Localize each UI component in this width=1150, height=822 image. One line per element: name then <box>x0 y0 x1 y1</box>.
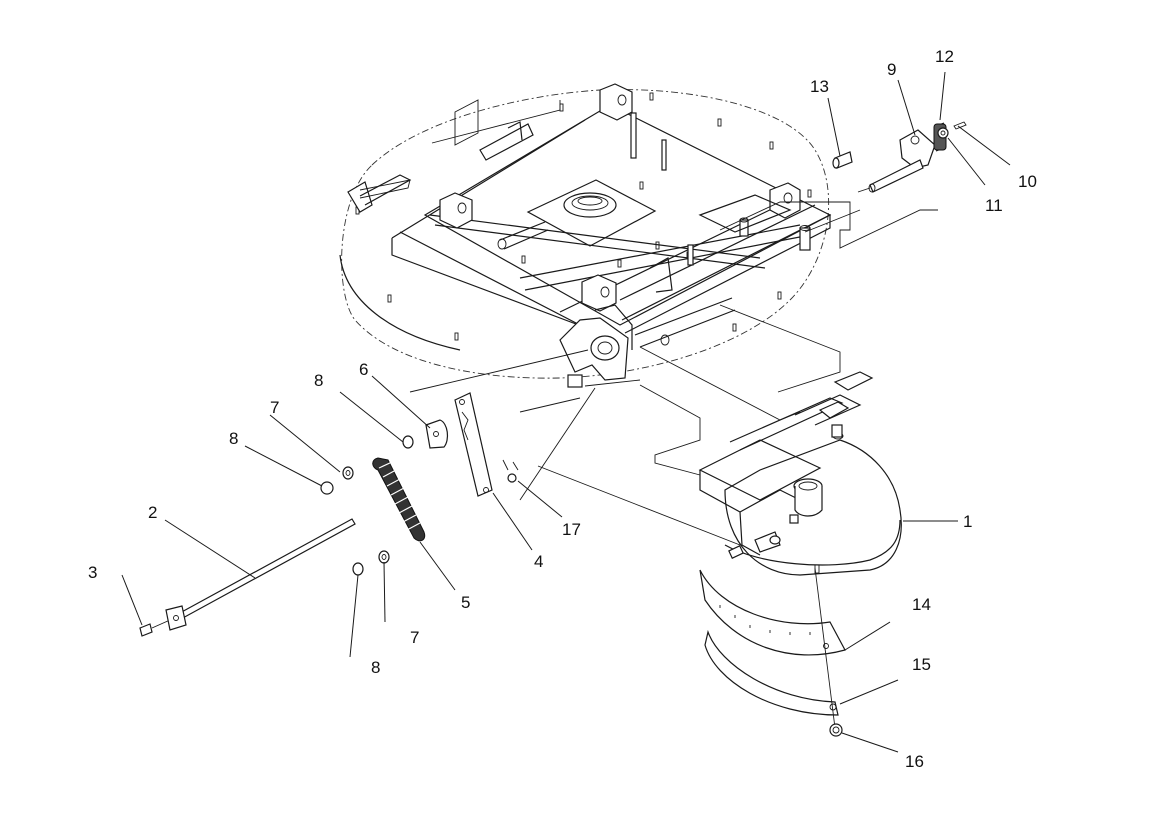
callout-12: 12 <box>935 47 954 66</box>
callout-15: 15 <box>912 655 931 674</box>
callout-2: 2 <box>148 503 157 522</box>
part-5-spring <box>372 457 426 542</box>
part-10-cotter-pin <box>953 121 967 130</box>
callout-17: 17 <box>562 520 581 539</box>
deck-frame <box>347 83 832 388</box>
callout-7-lower: 7 <box>410 628 419 647</box>
callout-14: 14 <box>912 595 931 614</box>
part-4-link <box>454 392 493 497</box>
callout-5: 5 <box>461 593 470 612</box>
part-2-rod <box>177 518 356 620</box>
callout-11: 11 <box>985 196 1003 215</box>
assembly-lines <box>359 99 938 546</box>
callout-8-lower: 8 <box>371 658 380 677</box>
part-11-washer <box>937 127 949 139</box>
callout-16: 16 <box>905 752 924 771</box>
callout-3: 3 <box>88 563 97 582</box>
part-17-nut <box>502 459 519 483</box>
rod-bracket <box>165 605 187 631</box>
part-14-skirt <box>699 569 846 656</box>
part-3-bolt <box>139 619 171 637</box>
callout-8-left: 8 <box>229 429 238 448</box>
callout-leaders <box>121 71 1011 753</box>
callout-7-upper: 7 <box>270 398 279 417</box>
callout-6: 6 <box>359 360 368 379</box>
part-9-lever <box>857 129 936 193</box>
part-1-deck-housing <box>698 371 902 576</box>
part-13-pin <box>832 151 853 169</box>
callout-10: 10 <box>1018 172 1037 191</box>
callout-labels: 1 2 3 4 5 6 7 7 8 8 8 9 10 11 12 13 14 1… <box>88 47 1037 771</box>
callout-4: 4 <box>534 552 543 571</box>
callout-1: 1 <box>963 512 972 531</box>
callout-8-mid: 8 <box>314 371 323 390</box>
part-16-nut <box>814 567 843 737</box>
callout-13: 13 <box>810 77 829 96</box>
part-6-plate <box>425 419 449 449</box>
callout-9: 9 <box>887 60 896 79</box>
